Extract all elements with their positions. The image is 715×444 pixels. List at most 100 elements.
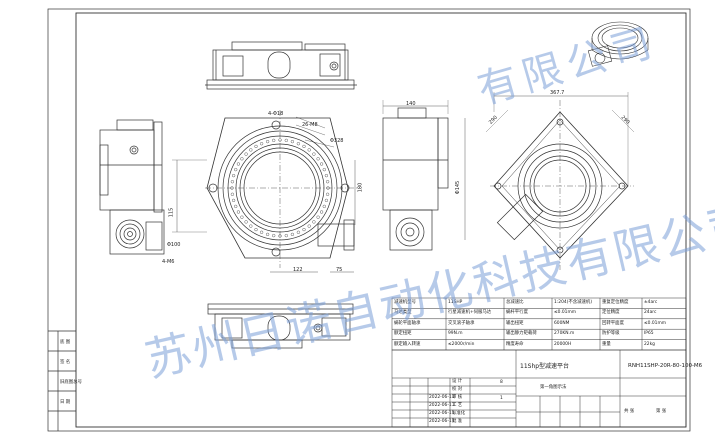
bolt-hole [284,234,288,238]
dim-4-m6: 4-M6 [162,259,175,265]
dim-367-7: 367.7 [550,90,565,96]
signoff-label: 批 准 [452,419,463,424]
dim-75: 75 [336,267,343,273]
bolt-hole [324,198,328,202]
spec-cell: 交叉滚子轴承 [448,320,475,326]
bolt-hole [254,228,258,232]
outer-border [47,8,691,432]
spec-cell: 减速机型号 [394,300,416,305]
spec-cell: 11SHP [448,300,463,305]
bolt-hole [296,142,300,146]
bolt-hole [244,220,248,224]
bolt-hole [316,157,320,161]
bolt-hole [296,230,300,234]
sheet-number: 第 张 [656,409,667,414]
small-right-1: 8 [500,380,503,385]
bolt-hole [278,234,282,238]
bolt-hole [302,144,306,148]
left-column-label: 旧底图总号 [60,380,82,385]
dim-d328: Φ328 [330,138,344,144]
bolt-hole [316,215,320,219]
spec-cell: 重复定位精度 [602,300,629,305]
bolt-hole [260,230,264,234]
bottom-view [207,303,354,349]
bolt-hole [290,232,294,236]
spec-cell: 1:204(不含减速机) [554,300,593,305]
bolt-hole [272,234,276,238]
spec-cell: 24arc [644,310,657,316]
spec-cell: 防护等级 [602,331,620,337]
drawing-name: 11Shp型减速平台 [520,363,570,370]
dim-122: 122 [293,267,303,273]
bolt-hole [322,204,326,208]
spec-cell: 22kg [644,341,655,347]
signoff-date: 2022-06-11 [429,395,455,400]
signoff-label: 工 艺 [452,403,463,408]
spec-cell: ≤0.01mm [644,320,667,326]
dim-140: 140 [406,101,416,107]
bolt-hole [234,204,238,208]
spec-cell: 20000H [554,341,572,347]
bolt-hole [320,162,324,166]
bolt-hole [290,140,294,144]
dim-115: 115 [168,207,175,218]
bolt-hole [244,152,248,156]
spec-cell: 99N.m [448,331,463,337]
spec-cell: 总减速比 [506,300,524,305]
dim-26-m8: 26-M8 [302,122,318,128]
bolt-hole [234,168,238,172]
dim-d145: Φ145 [455,180,462,195]
spec-cell: 600NM [554,320,570,326]
bolt-hole [326,192,330,196]
projection-label: 第一角图示法 [540,385,567,390]
spec-cell: 270KN.m [554,331,575,337]
left-column-label: 日 期 [60,400,71,405]
spec-cell: 重量 [602,341,611,347]
small-right-2: 1 [500,396,503,401]
left-column-label: 底 图 [60,340,71,345]
side-elevation-view [382,100,466,251]
inner-border [75,12,687,428]
bolt-hole [236,162,240,166]
dim-d100: Φ100 [167,242,181,248]
spec-cell: 回转平面度 [602,320,624,326]
bolt-hole [278,138,282,142]
sheet-total: 共 张 [624,409,635,414]
bolt-ring [230,138,330,238]
bolt-hole [240,157,244,161]
spec-cell: 蜗杆平行度 [506,310,528,316]
left-column-label: 签 名 [60,360,71,365]
spec-cell: 马达类型 [394,310,412,316]
title-block-grid [391,297,687,428]
bolt-hole [232,198,236,202]
plan-view [485,92,635,270]
bolt-hole [312,152,316,156]
bolt-hole [254,144,258,148]
signoff-label: 标准化 [452,411,466,416]
spec-cell: 行星减速机+伺服马达 [448,310,492,316]
isometric-thumbnail [587,21,649,67]
spec-cell: 定位精度 [602,310,620,316]
bolt-hole [266,232,270,236]
bolt-hole [320,210,324,214]
spec-cell: ≤2000r/min [448,341,475,347]
bolt-hole [307,224,311,228]
dim-180: 180 [357,182,364,193]
signoff-label: 设 计 [452,379,463,384]
bolt-hole [249,224,253,228]
top-view [205,41,357,90]
signoff-date: 2022-06-11 [429,419,455,424]
spec-cell: ±4arc [644,300,658,305]
bolt-hole [307,148,311,152]
bolt-hole [230,192,234,196]
bolt-hole [230,180,234,184]
spec-cell: 精度寿命 [506,341,524,347]
bolt-hole [322,168,326,172]
spec-cell: 蜗轮平面轴承 [394,320,421,326]
signoff-date: 2022-06-11 [429,403,455,408]
part-number: RNH11SHP-20R-80-100-M6 [628,363,703,369]
bolt-hole [324,174,328,178]
bolt-hole [272,138,276,142]
bolt-hole [230,186,234,190]
